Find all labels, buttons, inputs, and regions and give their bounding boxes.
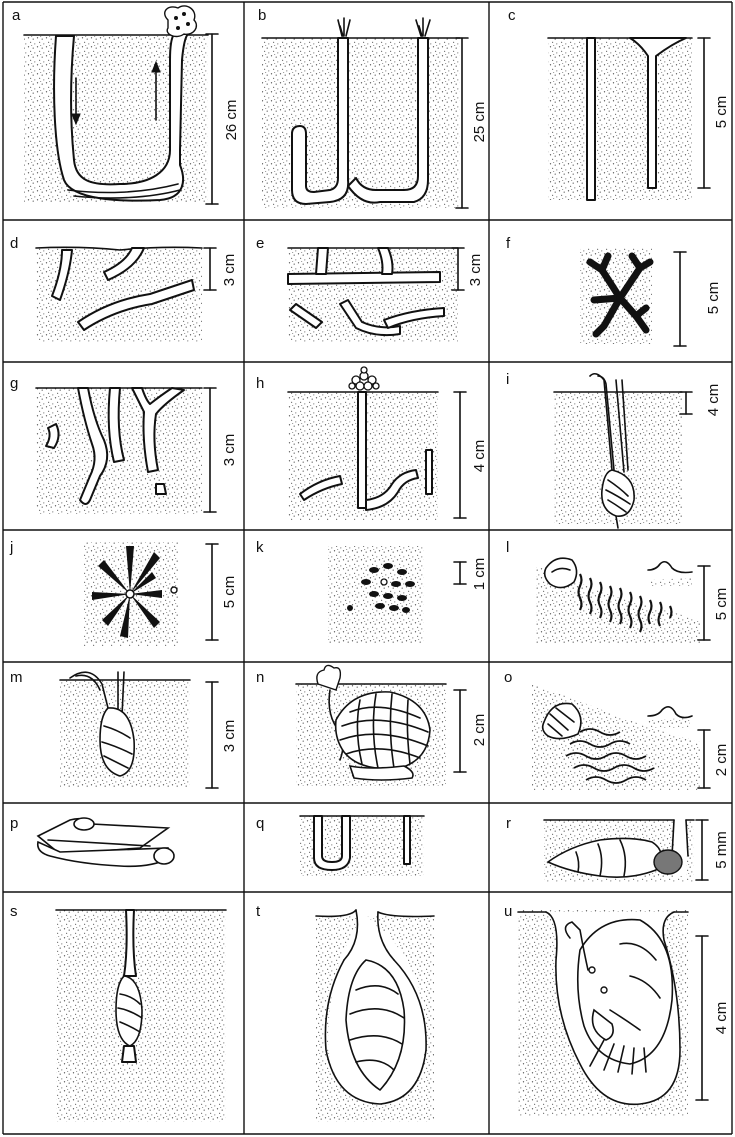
scale-label: 5 cm [221, 576, 238, 609]
scale-label: 4 cm [705, 384, 722, 417]
panel-r: r 5 mm [506, 815, 730, 882]
panel-letter: j [9, 539, 13, 556]
panel-l: l 5 cm [506, 539, 730, 644]
scale-label: 3 cm [221, 434, 238, 467]
scale-label: 5 cm [705, 282, 722, 315]
panel-f: f 5 cm [506, 235, 722, 346]
panel-m: m 3 cm [10, 669, 238, 788]
scale-label: 3 cm [467, 254, 484, 287]
panel-letter: k [256, 539, 264, 556]
panel-t: t [256, 903, 434, 1122]
scale-label: 26 cm [223, 100, 240, 141]
panel-n: n 2 cm [256, 665, 488, 786]
scale-label: 2 cm [713, 744, 730, 777]
scale-label: 5 cm [713, 588, 730, 621]
panel-letter: e [256, 235, 264, 252]
scale-label: 3 cm [221, 720, 238, 753]
scale-label: 5 mm [713, 831, 730, 869]
panel-letter: s [10, 903, 18, 920]
panel-i: i 4 cm [506, 371, 722, 528]
panel-p: p [10, 815, 174, 866]
panel-letter: i [506, 371, 509, 388]
panel-o: o 2 cm [504, 669, 730, 790]
panel-letter: d [10, 235, 18, 252]
panel-letter: c [508, 7, 516, 24]
panel-letter: l [506, 539, 509, 556]
panel-letter: q [256, 815, 264, 832]
panel-letter: m [10, 669, 23, 686]
panel-a: a 26 cm [12, 6, 240, 204]
panel-b: b 25 cm [258, 7, 488, 208]
scale-label: 25 cm [471, 102, 488, 143]
panel-letter: g [10, 375, 18, 392]
panel-s: s [10, 903, 226, 1122]
scale-label: 5 cm [713, 96, 730, 129]
panel-letter: t [256, 903, 261, 920]
panel-letter: u [504, 903, 512, 920]
panel-j: j 5 cm [9, 539, 238, 646]
panel-g: g 3 cm [10, 375, 238, 514]
panel-u: u 4 cm [504, 903, 730, 1116]
scale-label: 2 cm [471, 714, 488, 747]
scale-label: 3 cm [221, 254, 238, 287]
panel-letter: f [506, 235, 511, 252]
panel-letter: h [256, 375, 264, 392]
panel-letter: o [504, 669, 512, 686]
scale-label: 4 cm [713, 1002, 730, 1035]
scale-label: 1 cm [471, 558, 488, 591]
panel-letter: p [10, 815, 18, 832]
panel-e: e 3 cm [256, 235, 484, 342]
panel-c: c 5 cm [508, 7, 730, 200]
panel-letter: a [12, 7, 21, 24]
panel-k: k 1 cm [256, 539, 488, 644]
panel-q: q [256, 815, 424, 876]
panel-letter: n [256, 669, 264, 686]
panel-letter: r [506, 815, 511, 832]
panel-d: d 3 cm [10, 235, 238, 342]
panel-letter: b [258, 7, 266, 24]
scale-label: 4 cm [471, 440, 488, 473]
panel-h: h 4 cm [256, 367, 488, 520]
